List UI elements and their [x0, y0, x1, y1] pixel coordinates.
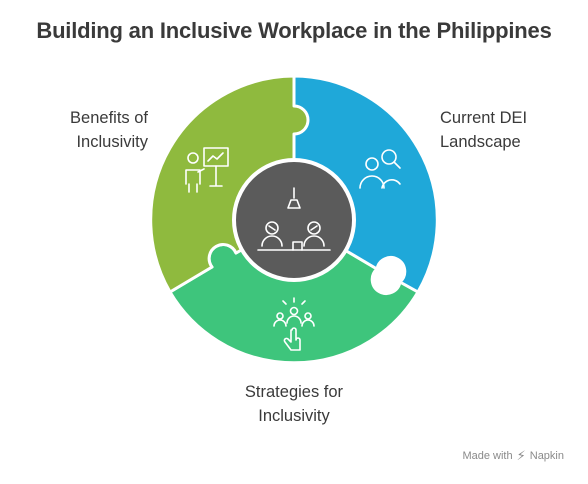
presentation-icon: [185, 147, 229, 193]
label-benefits-line2: Inclusivity: [76, 133, 148, 151]
center-circle: [232, 158, 356, 282]
label-dei-landscape: Current DEI Landscape: [440, 106, 580, 154]
label-strategies-line1: Strategies for: [244, 383, 344, 401]
label-dei-line2: Landscape: [440, 133, 521, 151]
label-benefits-line1: Benefits of: [70, 109, 148, 127]
label-benefits: Benefits of Inclusivity: [8, 106, 148, 154]
napkin-logo-icon: ⚡: [516, 448, 526, 463]
meeting-table-icon: [257, 187, 331, 251]
page-title: Building an Inclusive Workplace in the P…: [36, 18, 552, 43]
people-search-icon: [359, 149, 401, 189]
label-strategies: Strategies for Inclusivity: [194, 380, 394, 428]
group-select-icon: [273, 297, 315, 351]
label-dei-line1: Current DEI: [440, 109, 528, 127]
watermark: Made with ⚡ Napkin: [462, 448, 564, 464]
watermark-brand: Napkin: [529, 450, 564, 462]
segment-benefits: [149, 74, 310, 294]
watermark-text: Made with: [462, 450, 513, 462]
label-strategies-line2: Inclusivity: [258, 407, 330, 425]
